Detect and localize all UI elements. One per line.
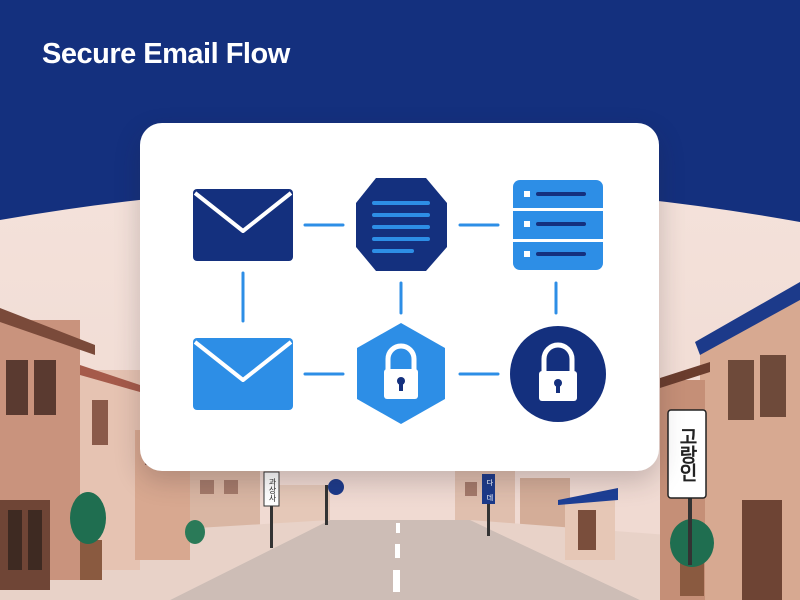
left-tree <box>70 492 106 580</box>
left-small-tree <box>185 520 205 544</box>
page-title: Secure Email Flow <box>42 38 290 70</box>
padlock-icon <box>510 326 606 422</box>
left-buildings <box>0 308 190 590</box>
envelope-icon <box>193 189 293 261</box>
sign-posts <box>263 409 707 565</box>
connectors <box>241 223 558 376</box>
road-markings <box>393 523 400 592</box>
road <box>170 520 640 600</box>
server-stack-icon <box>513 180 603 270</box>
diagram-card <box>140 123 659 471</box>
street-sign-middle-text: 다 데 <box>486 478 494 501</box>
message-lines-icon <box>356 178 447 271</box>
street-sign-right-text: 고랑인 <box>676 427 698 481</box>
street-sign-left-text: 과상사 <box>268 478 277 502</box>
secure-email-flow-diagram <box>193 178 606 424</box>
padlock-icon <box>357 323 445 424</box>
envelope-icon <box>193 338 293 410</box>
